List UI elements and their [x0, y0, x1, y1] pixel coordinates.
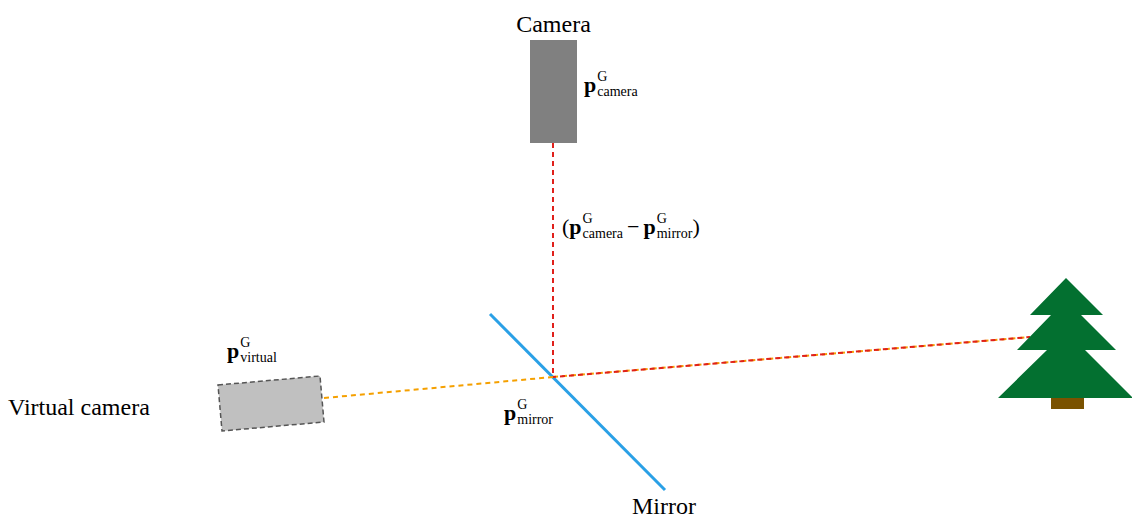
super-sub-script: Gcamera	[583, 212, 623, 241]
scene-ray-red	[553, 337, 1030, 377]
math-label: pGcamera	[584, 70, 638, 99]
scene-ray-orange	[553, 337, 1030, 377]
point-subscript: mirror	[517, 413, 553, 428]
vector-symbol: p	[227, 340, 239, 362]
virtual-ray	[324, 377, 553, 398]
math-label: pGmirror	[504, 398, 553, 427]
math-operator: −	[627, 216, 639, 238]
super-sub-script: Gmirror	[517, 398, 553, 427]
frame-superscript: G	[583, 212, 623, 227]
camera-box: Camera	[530, 40, 577, 143]
frame-superscript: G	[597, 70, 637, 85]
super-sub-script: Gcamera	[597, 70, 637, 99]
point-subscript: camera	[597, 85, 637, 100]
camera-title: Camera	[516, 12, 591, 36]
math-label: pGvirtual	[227, 336, 277, 365]
vector-symbol: p	[569, 216, 581, 238]
point-subscript: camera	[583, 227, 623, 242]
math-text: (	[562, 216, 569, 238]
camera-ray	[552, 143, 554, 377]
mirror-label: Mirror	[632, 494, 696, 518]
tree	[998, 278, 1132, 398]
math-text: )	[692, 216, 699, 238]
super-sub-script: Gmirror	[657, 212, 693, 241]
point-subscript: mirror	[657, 227, 693, 242]
frame-superscript: G	[657, 212, 693, 227]
virtual-camera: Virtual camera	[6, 368, 330, 436]
virtual-camera-title: Virtual camera	[8, 395, 150, 419]
math-label: (pGcamera−pGmirror)	[562, 212, 700, 241]
vector-symbol: p	[643, 216, 655, 238]
mirror-line	[490, 314, 665, 490]
vector-symbol: p	[504, 402, 516, 424]
super-sub-script: Gvirtual	[240, 336, 277, 365]
frame-superscript: G	[240, 336, 277, 351]
virtual-camera-body	[218, 376, 324, 431]
frame-superscript: G	[517, 398, 553, 413]
vector-symbol: p	[584, 74, 596, 96]
point-subscript: virtual	[240, 351, 277, 366]
